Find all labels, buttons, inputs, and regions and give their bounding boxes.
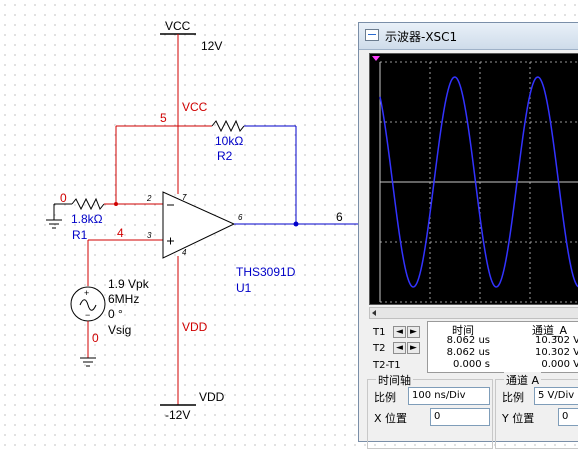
vsig-phase-label: 0 ° [108,307,123,321]
t1-label: T1 [373,327,386,338]
junction-net5 [114,202,118,206]
schematic-canvas[interactable]: VCC 12V VCC 5 10kΩ R2 0 1.8kΩ R1 4 2 3 7… [0,0,578,430]
scroll-left-arrow-icon[interactable] [372,310,376,316]
pin-7-label: 7 [182,193,187,202]
time-column-header: 时间 [452,324,474,337]
net-4-label: 4 [117,226,124,240]
pin-2-label: 2 [146,194,152,203]
junction-output [293,221,299,227]
t2-label: T2 [373,343,386,354]
t2-t1-label: T2-T1 [373,360,401,371]
timebase-scale-label: 比例 [374,391,396,404]
vsig-frequency-label: 6MHz [108,292,139,306]
r1-resistor[interactable] [71,197,105,211]
vsig-amplitude-label: 1.9 Vpk [108,277,150,291]
opamp-model-label: THS3091D [236,265,296,279]
channel-a-ypos-label: Y 位置 [502,412,535,425]
t2-left-arrow-button[interactable]: ◄ [393,342,406,354]
time-scrollbar[interactable] [369,307,578,319]
oscilloscope-display[interactable] [369,53,578,305]
t1-left-arrow-button[interactable]: ◄ [393,326,406,338]
net-0-top-label: 0 [60,191,67,205]
channel-a-ypos-field[interactable]: 0 [558,408,578,426]
oscilloscope-window[interactable]: 示波器-XSC1 T1 ◄ ► T2 ◄ ► T2-T1 时间 通道_A 8.0… [358,22,578,449]
vsig-sine-icon [79,299,97,311]
channel-a-group-label: 通道 A [504,372,542,388]
vdd-net-label: VDD [182,320,208,334]
net-5-label: 5 [160,111,167,125]
dt-channel-value: 0.000 V [541,359,578,370]
t2-time-value: 8.062 us [446,347,490,358]
opamp-name-label: U1 [236,281,252,295]
vsig-minus-sign: − [85,310,90,320]
t1-right-arrow-button[interactable]: ► [407,326,420,338]
net-0-bottom-label: 0 [92,331,99,345]
pin-3-label: 3 [147,231,152,240]
cursor-readout-panel: T1 ◄ ► T2 ◄ ► T2-T1 时间 通道_A 8.062 us 10.… [369,321,578,373]
r1-name-label: R1 [72,228,88,242]
r2-resistor[interactable] [211,119,245,133]
r1-value-label: 1.8kΩ [71,212,103,226]
vcc-top-label: VCC [165,19,191,33]
opamp-body[interactable] [162,191,236,259]
channel-a-group: 通道 A 比例 5 V/Div Y 位置 0 [495,372,578,449]
vcc-value-label: 12V [201,39,222,53]
net-6-label: 6 [336,210,343,224]
channel-a-column-header: 通道_A [532,324,568,337]
vcc-net-label: VCC [182,100,208,114]
vdd-label: VDD [199,390,225,404]
timebase-xpos-field[interactable]: 0 [430,408,490,426]
oscilloscope-titlebar[interactable]: 示波器-XSC1 [359,23,578,50]
t2-right-arrow-button[interactable]: ► [407,342,420,354]
oscilloscope-trace-canvas [372,56,578,303]
t1-time-value: 8.062 us [446,335,490,346]
channel-a-trace [379,76,578,288]
oscilloscope-grid [380,61,578,303]
timebase-scale-field[interactable]: 100 ns/Div [408,387,490,405]
timebase-group-label: 时间轴 [376,372,413,388]
vsig-name-label: Vsig [108,323,131,337]
cursor-readout-table: 时间 通道_A 8.062 us 10.302 V 8.062 us 10.30… [427,321,578,373]
timebase-xpos-label: X 位置 [374,412,408,425]
pin-4-label: 4 [182,248,187,257]
trigger-marker-icon[interactable] [372,56,380,61]
r2-name-label: R2 [217,149,233,163]
channel-a-scale-label: 比例 [502,391,524,404]
r2-value-label: 10kΩ [215,134,243,148]
vsig-plus-sign: + [84,288,89,298]
t2-channel-value: 10.302 V [534,347,578,358]
timebase-group: 时间轴 比例 100 ns/Div X 位置 0 [367,372,493,449]
oscilloscope-title: 示波器-XSC1 [385,30,458,44]
dt-time-value: 0.000 s [452,359,490,370]
oscilloscope-icon [365,29,379,41]
vdd-value-label: -12V [165,408,190,422]
pin-6-label: 6 [238,213,243,222]
t1-channel-value: 10.302 V [534,335,578,346]
channel-a-scale-field[interactable]: 5 V/Div [534,387,578,405]
